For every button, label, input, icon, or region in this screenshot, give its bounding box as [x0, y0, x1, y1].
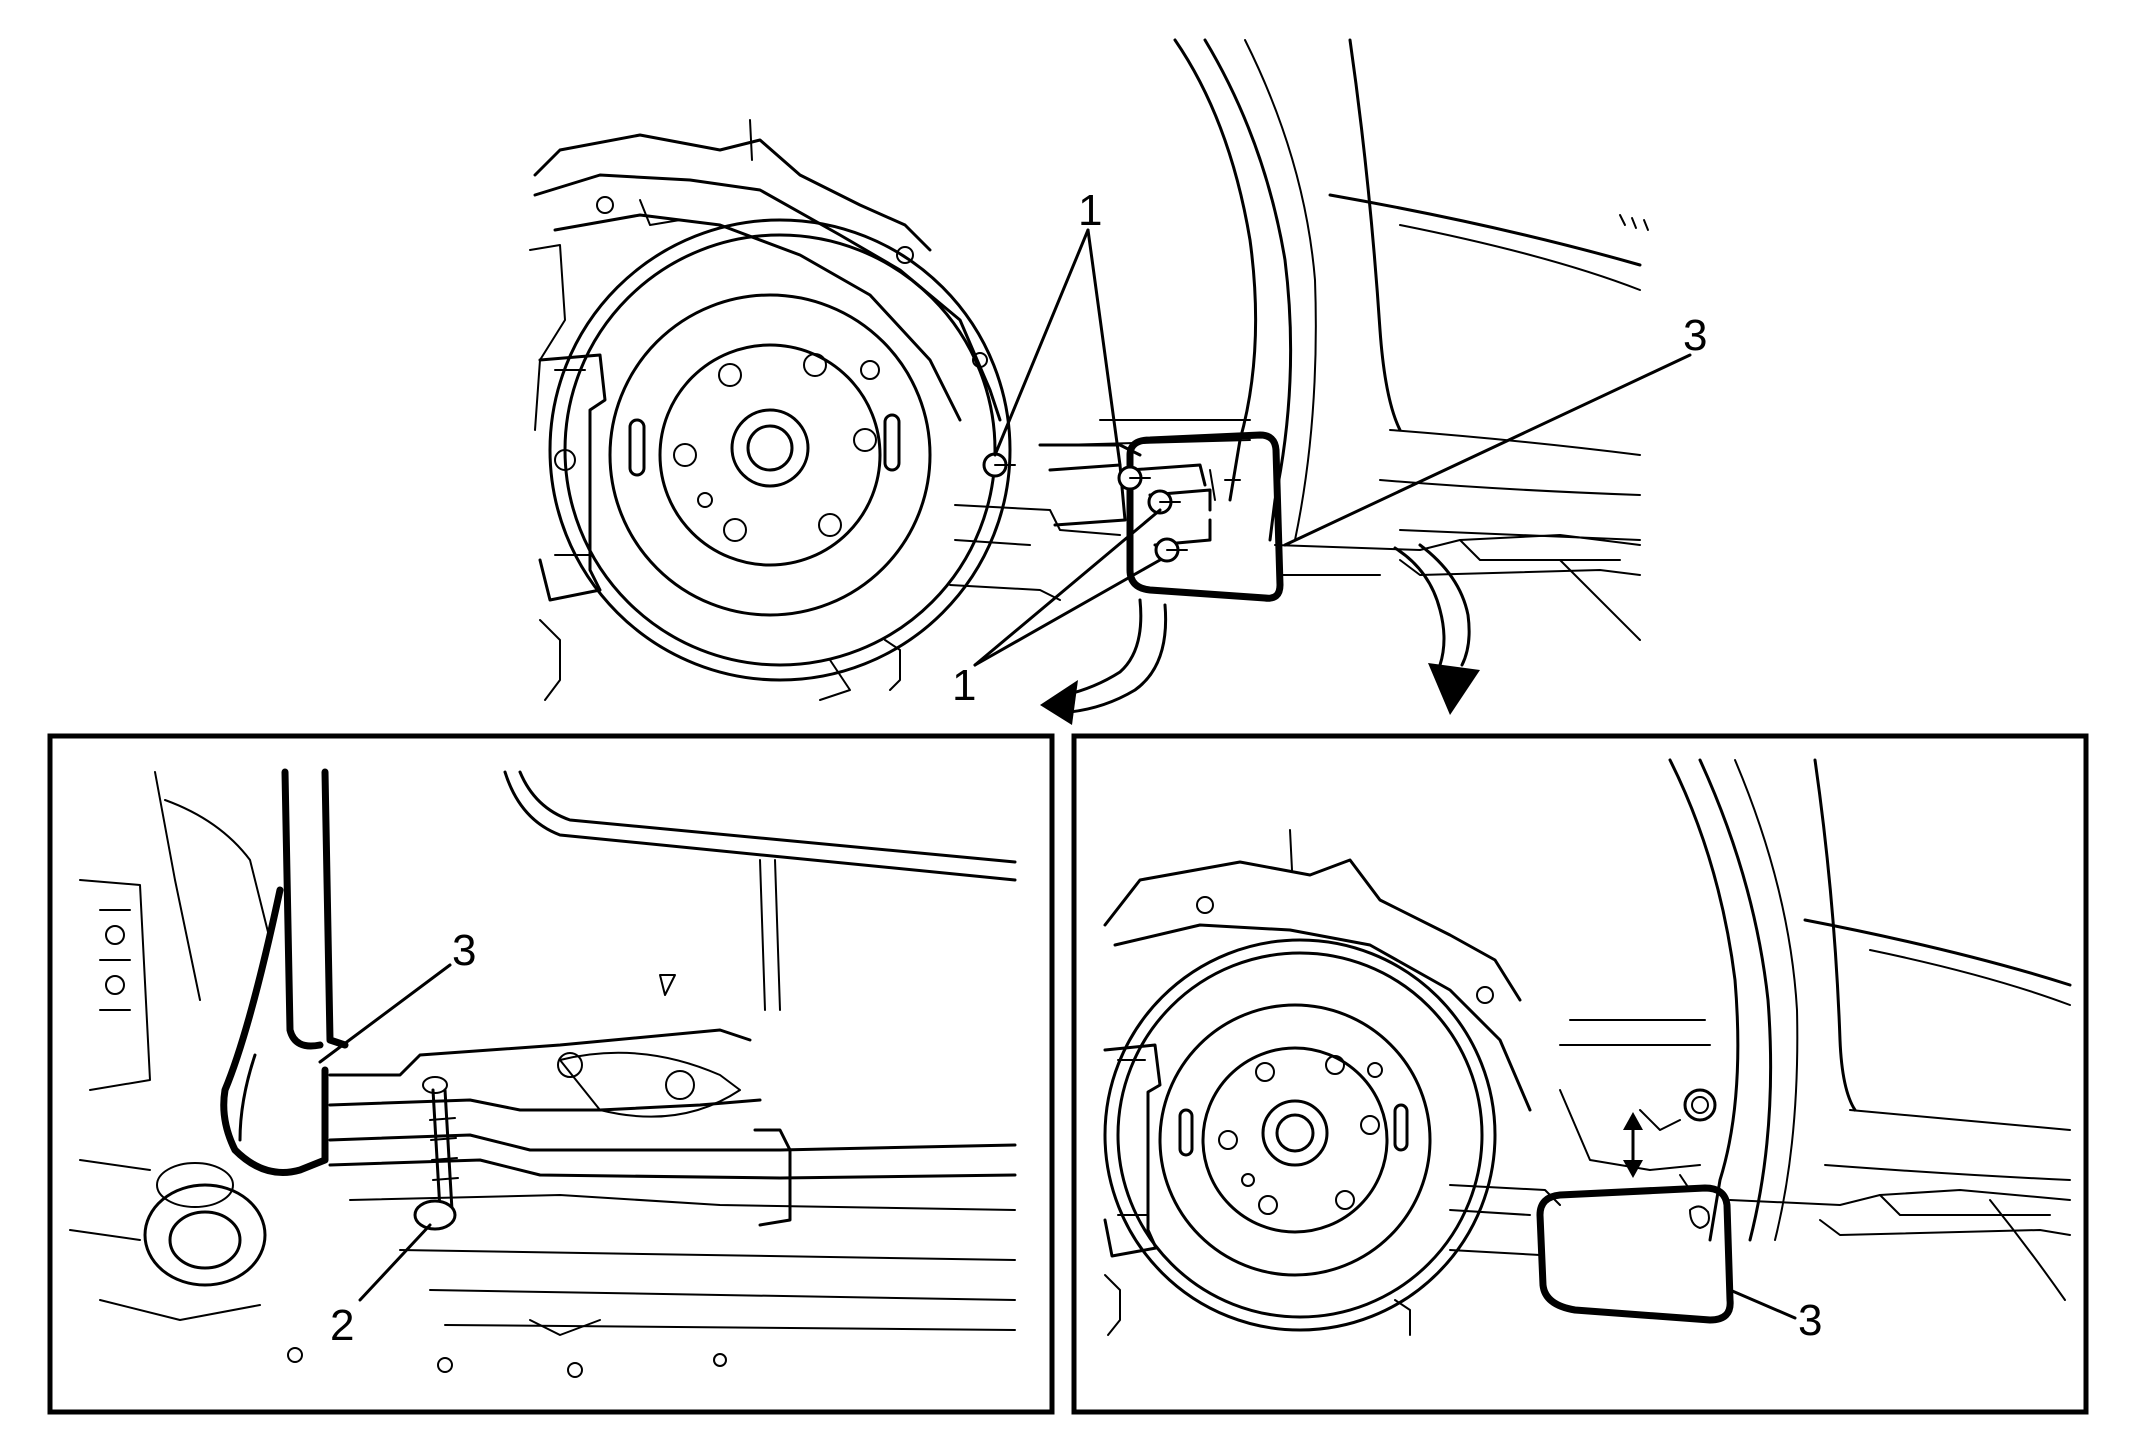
inset-bottom-right: 3: [1071, 733, 2089, 1415]
inset-right-leaders: [1728, 1288, 1797, 1320]
inset-left-frame: [47, 733, 1055, 1415]
callout-1-lower: 1: [952, 661, 976, 710]
callout-3-top: 3: [1683, 311, 1707, 360]
callout-3-left: 3: [452, 926, 476, 975]
inset-left-body: [79, 770, 1017, 1091]
inset-right-fender: [1559, 758, 2072, 1301]
inset-right-caliper: [1103, 1043, 1411, 1336]
top-caliper: [538, 353, 901, 701]
top-splash-shield: [982, 431, 1284, 602]
inset-left-rails: [287, 1028, 1017, 1378]
top-underbody: [949, 419, 1641, 601]
top-leaders: [973, 228, 1692, 667]
inset-right-splash-shield: [1536, 1174, 1734, 1324]
top-view: 1 1 3: [529, 38, 1707, 725]
callout-3-right: 3: [1798, 1296, 1822, 1345]
arrow-left-head: [1040, 680, 1078, 725]
callout-2: 2: [330, 1301, 354, 1350]
inset-left-flap: [220, 768, 349, 1176]
inset-right-underbody: [1449, 1088, 2071, 1256]
top-arrows: [1040, 543, 1480, 725]
inset-left-knuckle: [69, 1159, 267, 1321]
inset-left-fastener: [413, 1076, 459, 1231]
top-fender-arch: [1173, 38, 1649, 641]
top-wheelhouse: [529, 119, 1002, 431]
inset-right-wheelhouse: [1103, 829, 1532, 1112]
inset-left-leaders: [318, 963, 452, 1302]
callout-1-upper: 1: [1078, 186, 1102, 235]
inset-bottom-left: 3 2: [47, 733, 1055, 1415]
arrow-right-head: [1428, 663, 1480, 715]
inset-right-frame: [1071, 733, 2089, 1415]
top-brake-rotor: [548, 218, 1012, 682]
inset-right-updown-arrow: [1623, 1112, 1643, 1178]
inset-right-rotor: [1103, 938, 1497, 1332]
